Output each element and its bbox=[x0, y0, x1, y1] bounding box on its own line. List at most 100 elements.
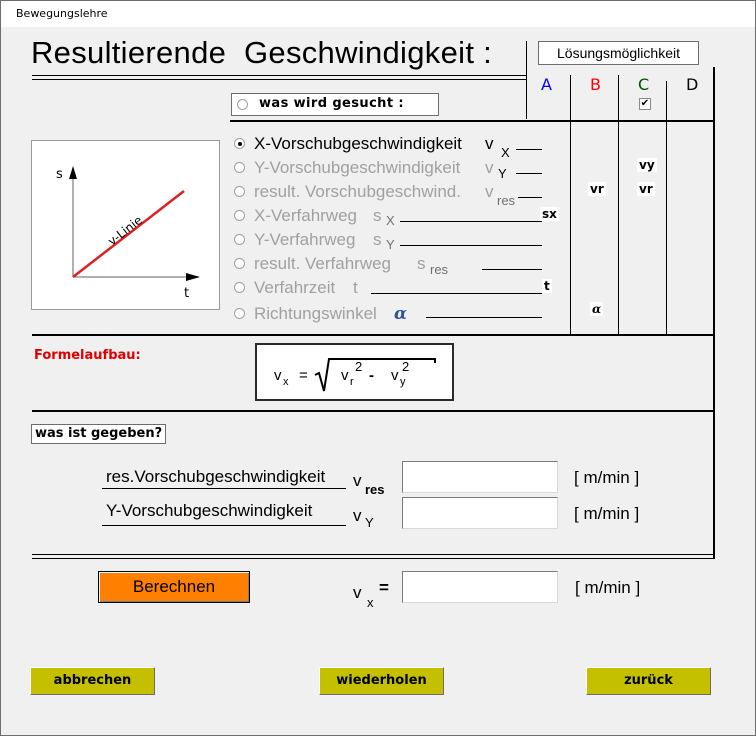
result-vx-output[interactable] bbox=[402, 571, 558, 603]
option-answer-line bbox=[516, 173, 542, 174]
given-divider-bottom bbox=[32, 558, 715, 559]
page-title: Resultierende Geschwindigkeit : bbox=[31, 35, 493, 70]
formula-eq: = bbox=[299, 367, 308, 384]
vres-input[interactable] bbox=[402, 461, 558, 493]
unit-label: [ m/min ] bbox=[574, 468, 640, 487]
solution-cell-c-vr: vr bbox=[637, 182, 655, 196]
repeat-button[interactable]: wiederholen bbox=[319, 667, 444, 695]
option-answer-line bbox=[426, 317, 542, 318]
option-answer-line bbox=[400, 245, 542, 246]
option-answer-line bbox=[516, 149, 542, 150]
back-button[interactable]: zurück bbox=[586, 667, 711, 695]
option-radio[interactable] bbox=[234, 210, 245, 221]
option-answer-line bbox=[482, 269, 542, 270]
formula-term2-exp: 2 bbox=[402, 359, 410, 374]
option-subscript: res bbox=[430, 262, 449, 277]
search-target-header[interactable]: was wird gesucht : bbox=[231, 93, 439, 116]
column-header-c: C bbox=[638, 75, 650, 94]
given-divider-top bbox=[32, 554, 715, 555]
given-symbol: v bbox=[353, 506, 362, 525]
solution-label: Lösungsmöglichkeit bbox=[538, 41, 699, 65]
unit-label: [ m/min ] bbox=[574, 504, 640, 523]
column-header-d: D bbox=[686, 75, 699, 94]
cancel-button[interactable]: abbrechen bbox=[30, 667, 155, 695]
option-symbol: s bbox=[417, 254, 426, 273]
solution-cell-c-vy: vy bbox=[637, 158, 657, 172]
x-axis-label: t bbox=[184, 286, 189, 301]
given-label: was ist gegeben? bbox=[31, 424, 166, 444]
option-subscript: Y bbox=[386, 237, 395, 252]
y-axis-arrow-icon bbox=[69, 166, 77, 179]
option-subscript: Y bbox=[498, 166, 507, 181]
formula-term1: v bbox=[341, 367, 349, 384]
option-tag: t bbox=[542, 279, 552, 293]
header-divider-top bbox=[32, 75, 527, 76]
unit-label: [ m/min ] bbox=[575, 578, 641, 597]
option-subscript: X bbox=[386, 213, 395, 228]
option-radio[interactable] bbox=[234, 282, 245, 293]
option-answer-line bbox=[371, 293, 542, 294]
given-field-label-vy: Y-Vorschubgeschwindigkeit bbox=[106, 501, 313, 520]
option-radio[interactable] bbox=[234, 234, 245, 245]
formula-box: v x = v r 2 - v y 2 bbox=[255, 343, 454, 401]
search-label: was wird gesucht : bbox=[259, 96, 404, 111]
column-header-b: B bbox=[590, 75, 601, 94]
formula-lhs-sub: x bbox=[283, 376, 289, 388]
calculate-button[interactable]: Berechnen bbox=[98, 571, 250, 603]
square-root-icon bbox=[314, 358, 436, 392]
vy-input[interactable] bbox=[402, 497, 558, 529]
x-axis-arrow-icon bbox=[186, 273, 200, 281]
search-radio[interactable] bbox=[237, 99, 248, 110]
option-symbol: s bbox=[373, 230, 382, 249]
solution-frame-left bbox=[526, 41, 527, 119]
given-field-label-vres: res.Vorschubgeschwindigkeit bbox=[106, 467, 326, 486]
solution-cell-b-alpha: α bbox=[590, 302, 604, 316]
result-eq: = bbox=[379, 578, 389, 597]
header-divider-bottom bbox=[32, 79, 527, 80]
given-symbol: v bbox=[353, 471, 362, 490]
window-title: Bewegungslehre bbox=[16, 7, 108, 20]
option-subscript: res bbox=[497, 193, 516, 208]
option-symbol: s bbox=[373, 206, 382, 225]
option-tag: sx bbox=[540, 207, 559, 221]
option-answer-line bbox=[400, 221, 542, 222]
option-symbol: v bbox=[485, 134, 494, 153]
option-symbol: α bbox=[394, 304, 408, 324]
formula-lhs: v bbox=[274, 367, 282, 384]
formula-divider-top bbox=[32, 334, 715, 336]
formula-term1-sub: r bbox=[350, 376, 354, 388]
solution-c-checkbox[interactable]: ✔ bbox=[639, 98, 651, 110]
column-header-a: A bbox=[541, 75, 552, 94]
option-radio[interactable] bbox=[234, 308, 245, 319]
result-symbol: v bbox=[353, 583, 362, 602]
given-field-underline bbox=[102, 488, 346, 489]
column-divider-cd bbox=[666, 81, 667, 334]
formula-term2: v bbox=[391, 367, 399, 384]
given-field-underline bbox=[102, 525, 346, 526]
option-subscript: X bbox=[501, 145, 510, 160]
table-frame-right bbox=[713, 67, 715, 559]
column-divider-bc bbox=[618, 75, 619, 334]
formula-divider-bottom bbox=[32, 410, 715, 412]
column-divider-ab bbox=[570, 75, 571, 334]
formula-op: - bbox=[369, 367, 374, 384]
option-symbol: v bbox=[485, 182, 494, 201]
option-radio[interactable] bbox=[234, 258, 245, 269]
s-t-diagram: s t v-Linie bbox=[31, 140, 220, 310]
formula-term2-sub: y bbox=[400, 376, 406, 388]
option-answer-line bbox=[518, 197, 542, 198]
line-label: v-Linie bbox=[105, 213, 145, 248]
option-symbol: t bbox=[353, 278, 358, 297]
solution-cell-b-vr: vr bbox=[588, 182, 606, 196]
given-subscript: Y bbox=[365, 515, 374, 530]
option-radio[interactable] bbox=[234, 186, 245, 197]
given-subscript: res bbox=[365, 482, 385, 497]
option-radio[interactable] bbox=[234, 162, 245, 173]
option-symbol: v bbox=[485, 158, 494, 177]
option-radio[interactable] bbox=[234, 138, 245, 149]
v-line-chart: s t v-Linie bbox=[56, 166, 200, 301]
result-subscript: x bbox=[367, 595, 374, 610]
formula-term1-exp: 2 bbox=[355, 359, 363, 374]
options-divider bbox=[230, 120, 715, 122]
